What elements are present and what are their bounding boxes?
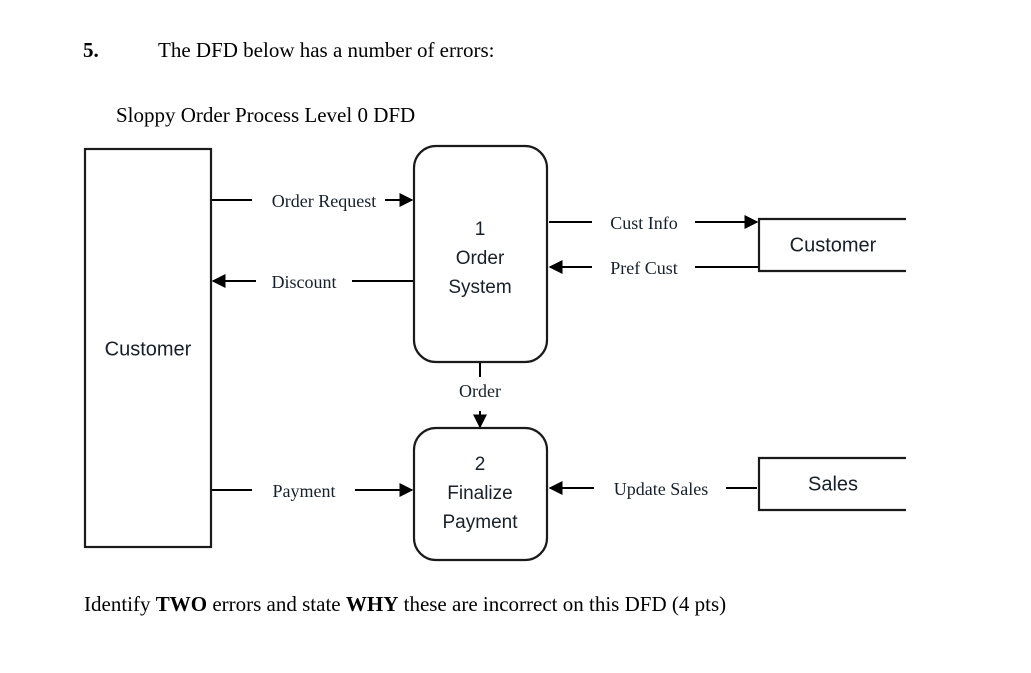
flow-discount-label: Discount bbox=[272, 272, 337, 292]
flow-cust-info[interactable]: Cust Info bbox=[549, 213, 759, 233]
process-1-name-line2: System bbox=[448, 277, 511, 298]
flow-discount[interactable]: Discount bbox=[211, 272, 413, 292]
process-order-system[interactable]: 1 Order System bbox=[412, 144, 549, 364]
dfd-diagram: Customer 1 Order System 2 Finalize Payme… bbox=[83, 144, 906, 562]
flow-pref-cust[interactable]: Pref Cust bbox=[548, 258, 758, 278]
footer-part2: errors and state bbox=[207, 592, 346, 616]
process-finalize-payment[interactable]: 2 Finalize Payment bbox=[412, 426, 549, 562]
footer-bold-why: WHY bbox=[345, 592, 399, 616]
flow-payment[interactable]: Payment bbox=[212, 481, 414, 501]
process-2-number: 2 bbox=[475, 454, 486, 475]
diagram-title: Sloppy Order Process Level 0 DFD bbox=[116, 103, 416, 127]
entity-sales-right[interactable]: Sales bbox=[757, 456, 906, 512]
flow-order-request[interactable]: Order Request bbox=[212, 191, 414, 211]
process-1-number: 1 bbox=[475, 219, 486, 240]
footer-part3: these are incorrect on this DFD (4 pts) bbox=[398, 592, 727, 616]
question-heading: 5. The DFD below has a number of errors: bbox=[83, 38, 983, 63]
entity-sales-right-label: Sales bbox=[808, 473, 858, 495]
flow-update-sales-label: Update Sales bbox=[614, 479, 708, 499]
process-1-name-line1: Order bbox=[456, 248, 505, 269]
entity-customer-left-label: Customer bbox=[105, 338, 192, 360]
question-prompt: The DFD below has a number of errors: bbox=[158, 38, 495, 62]
footer-part1: Identify bbox=[84, 592, 156, 616]
process-2-name-line1: Finalize bbox=[447, 483, 512, 504]
flow-update-sales[interactable]: Update Sales bbox=[548, 479, 757, 499]
footer-bold-two: TWO bbox=[155, 592, 208, 616]
flow-pref-cust-label: Pref Cust bbox=[610, 258, 678, 278]
flow-cust-info-label: Cust Info bbox=[610, 213, 678, 233]
flow-order-request-label: Order Request bbox=[272, 191, 376, 211]
entity-customer-right-label: Customer bbox=[790, 234, 877, 256]
question-number: 5. bbox=[83, 38, 99, 62]
entity-customer-left[interactable]: Customer bbox=[83, 147, 213, 549]
flow-order-label: Order bbox=[459, 381, 501, 401]
process-2-name-line2: Payment bbox=[443, 512, 519, 533]
footer-instruction: Identify TWO errors and state WHY these … bbox=[84, 592, 726, 617]
flow-payment-label: Payment bbox=[273, 481, 336, 501]
entity-customer-right[interactable]: Customer bbox=[757, 217, 906, 273]
flow-order[interactable]: Order bbox=[459, 363, 501, 429]
